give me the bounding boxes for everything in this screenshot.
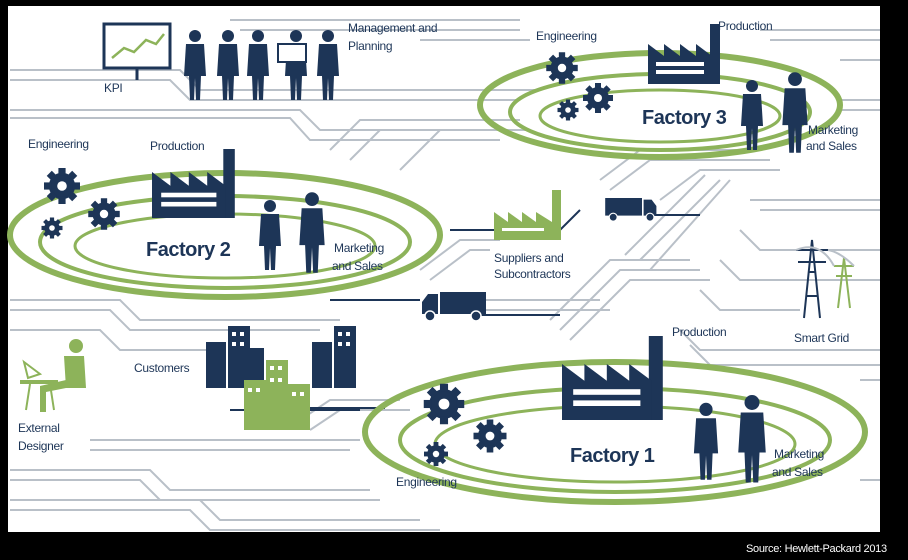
customers-label: Customers xyxy=(134,361,190,375)
factory-3-sales-label: and Sales xyxy=(806,139,857,153)
circuit-traces xyxy=(10,19,880,531)
smart-grid-label: Smart Grid xyxy=(794,331,849,345)
source-caption: Source: Hewlett-Packard 2013 xyxy=(746,543,887,555)
power-pylon-icon xyxy=(795,239,855,319)
factory-2-production-label: Production xyxy=(150,139,204,153)
management-label: Management and xyxy=(348,21,437,35)
kpi-label: KPI xyxy=(104,81,122,95)
external-label: External xyxy=(18,421,60,435)
subcontractors-label: Subcontractors xyxy=(494,267,571,281)
factory-1-production-label: Production xyxy=(672,325,726,339)
business-people-icon xyxy=(184,30,339,100)
factory-1-marketing-label: Marketing xyxy=(774,447,824,461)
line-chart-board-icon xyxy=(102,22,172,80)
factory-3-engineering-label: Engineering xyxy=(536,29,597,43)
city-buildings-icon xyxy=(206,326,356,430)
designer-at-desk-icon xyxy=(20,339,86,412)
factory-3-title: Factory 3 xyxy=(642,107,727,129)
planning-label: Planning xyxy=(348,39,392,53)
factory-1-engineering-label: Engineering xyxy=(396,475,457,489)
factory-2-sales-label: and Sales xyxy=(332,259,383,273)
factory-1-sales-label: and Sales xyxy=(772,465,823,479)
factory-2-title: Factory 2 xyxy=(146,239,231,261)
suppliers-label: Suppliers and xyxy=(494,251,563,265)
factory-2-engineering-label: Engineering xyxy=(28,137,89,151)
supplier-factory-icon xyxy=(494,190,561,240)
factory-1-title: Factory 1 xyxy=(570,445,655,467)
factory-3-production-label: Production xyxy=(718,19,772,33)
factory-3-marketing-label: Marketing xyxy=(808,123,858,137)
factory-2-marketing-label: Marketing xyxy=(334,241,384,255)
designer-label: Designer xyxy=(18,439,64,453)
